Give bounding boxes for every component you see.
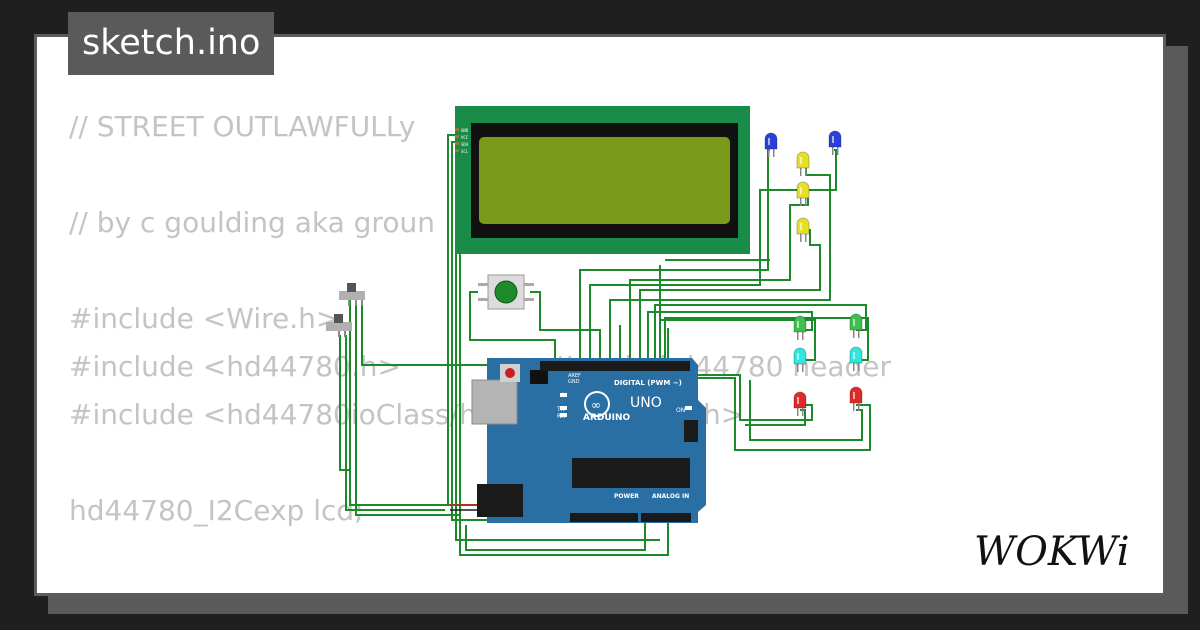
red-led[interactable]: [793, 391, 807, 416]
arduino-logo-icon: [584, 391, 610, 417]
slide-switch-2[interactable]: [326, 314, 352, 337]
cyan-led[interactable]: [849, 346, 863, 371]
lcd-pin-label: VCC: [461, 135, 469, 140]
lcd-pin-label: GND: [461, 128, 469, 133]
wokwi-logo-text: WOKWi: [974, 529, 1130, 575]
code-line: #define Cap... ClapedPin 3: [69, 583, 891, 593]
green-led[interactable]: [849, 313, 863, 338]
arduino-brand-label: ARDUINO: [583, 413, 631, 423]
code-background: // STREET OUTLAWFULLy // by c goulding a…: [69, 103, 891, 593]
code-line: // STREET OUTLAWFULLy: [69, 110, 416, 143]
analog-header: [641, 513, 691, 522]
blue-led[interactable]: [764, 132, 778, 157]
on-label: ON: [676, 407, 685, 414]
lcd-pin-label: SDA: [461, 142, 469, 147]
yellow-led[interactable]: [796, 181, 810, 206]
digital-header: [540, 361, 690, 371]
tx-label: TX: [556, 406, 565, 413]
blue-led[interactable]: [828, 130, 842, 155]
code-line: #include <Wire.h>: [69, 302, 340, 335]
yellow-led[interactable]: [796, 217, 810, 242]
analog-label: ANALOG IN: [652, 493, 689, 500]
cyan-led[interactable]: [793, 347, 807, 372]
power-header: [570, 513, 638, 522]
slide-switch-1[interactable]: [339, 283, 365, 306]
file-name-badge: sketch.ino: [68, 12, 275, 75]
usb-port: [471, 379, 518, 425]
rx-label: RX: [557, 413, 565, 420]
svg-text:∞: ∞: [591, 398, 601, 412]
atmega-chip: [572, 458, 690, 488]
uno-label: UNO: [630, 395, 662, 411]
yellow-led[interactable]: [796, 151, 810, 176]
digital-label: DIGITAL (PWM ~): [614, 379, 682, 387]
lcd-pin-label: SCL: [461, 149, 469, 154]
wokwi-logo: WOKWi: [974, 529, 1130, 575]
lcd-display[interactable]: GND VCC SDA SCL: [455, 106, 750, 254]
green-led[interactable]: [793, 315, 807, 340]
l-led-label: L: [562, 392, 566, 399]
code-line: // by c goulding aka groun: [69, 206, 435, 239]
push-button[interactable]: [478, 274, 534, 310]
power-jack: [477, 484, 523, 517]
aref-label: AREF: [568, 373, 581, 379]
red-led[interactable]: [849, 386, 863, 411]
power-label: POWER: [614, 493, 639, 500]
led-group: [764, 130, 863, 416]
arduino-uno-board[interactable]: ∞ DIGITAL (PWM ~) AREF GND L TX RX UNO A…: [471, 358, 706, 523]
gnd-label: GND: [568, 379, 580, 385]
